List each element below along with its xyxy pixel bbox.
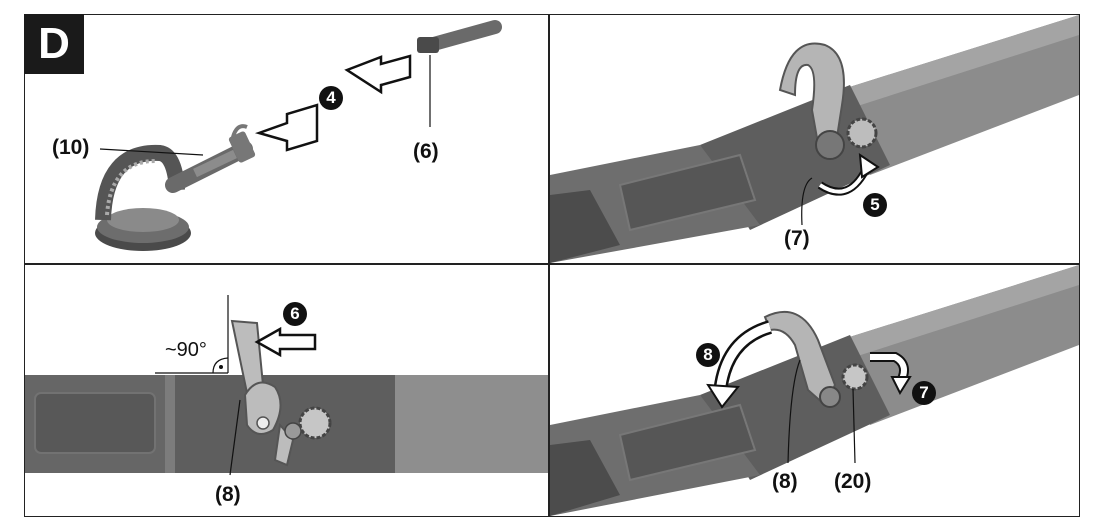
figure-letter: D (24, 14, 84, 74)
step-badge-5: 5 (863, 193, 887, 217)
panel-divider-vertical (548, 15, 550, 516)
lever-angle-illustration (25, 295, 548, 476)
panel-clamp-close: 8 7 (8) (20) (550, 265, 1079, 516)
panel-assembly-overview: (10) (6) 4 (25, 15, 548, 263)
callout-20: (20) (834, 470, 872, 493)
step-badge-6: 6 (283, 302, 307, 326)
step-badge-4: 4 (319, 86, 343, 110)
callout-8: (8) (215, 483, 241, 506)
step-badge-8: 8 (696, 343, 720, 367)
callout-10: (10) (52, 136, 90, 159)
sander-illustration (95, 20, 502, 251)
tube-clamp-close-illustration (550, 265, 1079, 516)
panel-lever-90-degrees: ~90° 6 (8) (25, 265, 548, 516)
callout-8-closed: (8) (772, 470, 798, 493)
callout-6: (6) (413, 140, 439, 163)
figure-frame (24, 14, 1080, 517)
angle-label: ~90° (165, 339, 207, 361)
tube-clamp-illustration (550, 15, 1079, 263)
panel-divider-horizontal (25, 263, 1079, 265)
callout-7: (7) (784, 227, 810, 250)
step-badge-7: 7 (912, 381, 936, 405)
panel-clamp-open: (7) 5 (550, 15, 1079, 263)
